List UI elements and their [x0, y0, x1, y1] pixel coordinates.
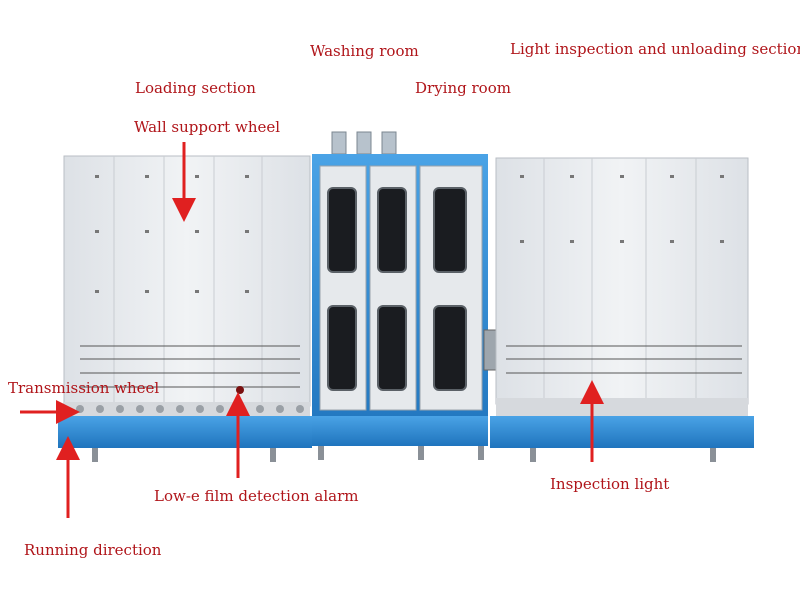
- label-washing-room: Washing room: [310, 42, 419, 60]
- inspection-section-frame: [490, 157, 754, 462]
- loading-section-frame: [58, 155, 312, 462]
- label-loading-section: Loading section: [135, 79, 256, 97]
- label-wall-support-wheel: Wall support wheel: [134, 118, 281, 136]
- label-running-direction: Running direction: [24, 541, 162, 559]
- label-transmission-wheel: Transmission wheel: [8, 379, 160, 397]
- label-lowe-alarm: Low-e film detection alarm: [154, 487, 359, 505]
- label-light-inspection: Light inspection and unloading section: [510, 40, 800, 58]
- label-inspection-light: Inspection light: [550, 475, 670, 493]
- washing-drying-cabinet: [312, 131, 505, 460]
- lowe-alarm-indicator: [236, 386, 244, 394]
- label-drying-room: Drying room: [415, 79, 511, 97]
